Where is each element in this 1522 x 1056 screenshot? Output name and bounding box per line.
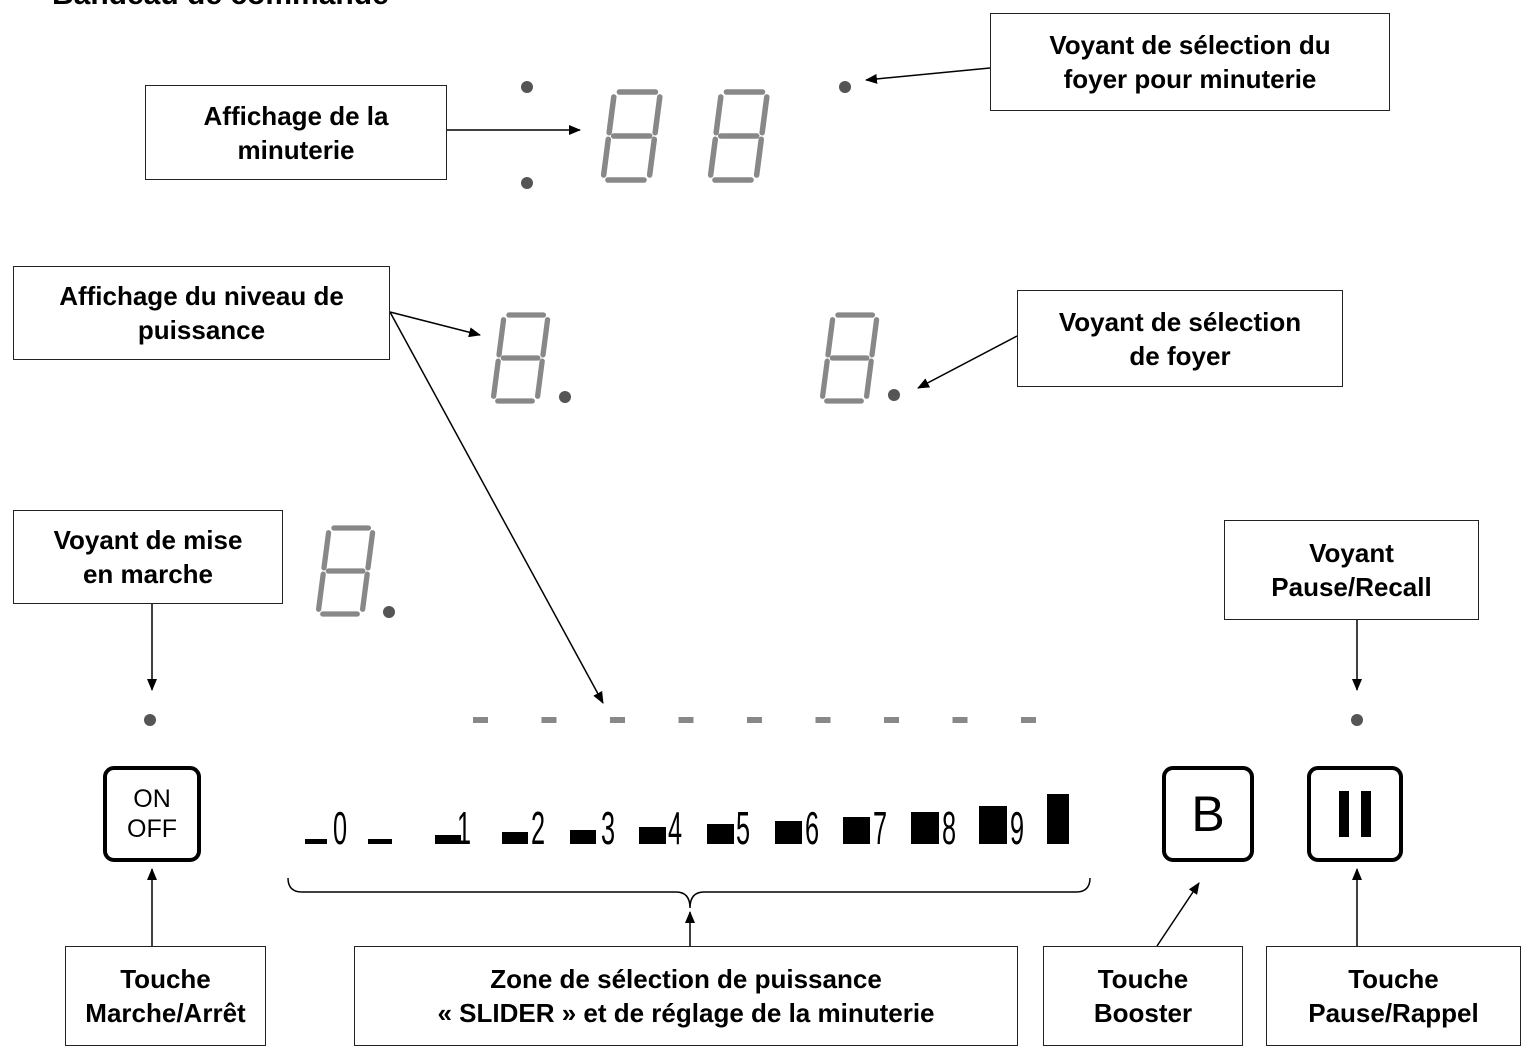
- segment: [315, 571, 326, 612]
- slider-digit-8[interactable]: 8: [942, 802, 956, 854]
- slider-level-bar: [1047, 794, 1069, 844]
- label-slider-zone: Zone de sélection de puissance « SLIDER …: [354, 946, 1018, 1046]
- slider-digit-9[interactable]: 9: [1010, 802, 1024, 854]
- power-digit-rear-left: [490, 312, 551, 404]
- slider-level-bar: [639, 827, 666, 844]
- arrow-booster-key: [1156, 882, 1200, 947]
- slider-dash: [541, 717, 557, 723]
- segment: [652, 94, 663, 136]
- booster-label: B: [1191, 786, 1225, 842]
- slider-dash: [1021, 717, 1036, 723]
- segment: [759, 94, 770, 136]
- timer-digit-tens: [600, 89, 663, 183]
- segment: [540, 317, 551, 358]
- slider-underscore: [305, 839, 327, 844]
- zone-led-rear-right: [888, 389, 900, 401]
- pause-led: [1351, 714, 1363, 726]
- page-title: Bandeau de commande: [52, 0, 389, 12]
- zone-led-front-left: [383, 606, 395, 618]
- arrow-timer-zone-led: [865, 67, 991, 84]
- pause-button[interactable]: [1307, 766, 1403, 862]
- segment: [753, 136, 765, 178]
- label-minuterie-display: Affichage de la minuterie: [145, 85, 447, 180]
- slider-digit-6[interactable]: 6: [805, 802, 819, 854]
- arrow-zone-led: [917, 335, 1018, 389]
- segment: [496, 317, 507, 358]
- slider-dash: [747, 717, 762, 723]
- slider-dash-indicators: [473, 717, 1036, 723]
- pause-icon: [1339, 791, 1371, 837]
- booster-button[interactable]: B: [1162, 766, 1254, 862]
- slider-dash: [884, 717, 899, 723]
- arrow-power-display-slider: [389, 311, 604, 704]
- segment: [713, 94, 724, 136]
- slider-level-bar: [707, 824, 734, 844]
- slider-digit-3[interactable]: 3: [601, 802, 615, 854]
- label-on-off-key: Touche Marche/Arrêt: [65, 946, 266, 1046]
- slider-digit-4[interactable]: 4: [668, 802, 682, 854]
- segment: [534, 358, 545, 399]
- segment: [819, 358, 830, 399]
- on-off-button[interactable]: ON OFF: [103, 766, 201, 862]
- segment: [365, 530, 376, 571]
- arrow-power-display: [389, 311, 481, 338]
- slider-dash: [610, 717, 625, 723]
- timer-digit-units: [707, 89, 770, 183]
- segment: [490, 358, 501, 399]
- slider-dash: [815, 717, 831, 723]
- power-on-led: [144, 714, 156, 726]
- slider-digit-2[interactable]: 2: [531, 802, 545, 854]
- power-level-seven-segment-displays: [315, 312, 880, 617]
- slider-level-bar: [570, 830, 596, 844]
- zone-led-rear-left: [559, 391, 571, 403]
- connector-arrows: [147, 67, 1362, 947]
- segment: [359, 571, 370, 612]
- slider-digit-1[interactable]: 1: [457, 802, 471, 854]
- slider-level-bar: [368, 839, 392, 844]
- timer-zone-led: [839, 81, 851, 93]
- timer-seven-segment-display: [600, 89, 770, 183]
- slider-level-bar: [775, 821, 802, 844]
- slider-digit-0[interactable]: 0: [333, 802, 347, 854]
- label-timer-zone-led: Voyant de sélection du foyer pour minute…: [990, 13, 1390, 111]
- timer-colon-top-led: [521, 81, 533, 93]
- power-digit-front-left: [315, 525, 376, 617]
- slider-brace: [287, 877, 1091, 909]
- segment: [600, 136, 612, 178]
- label-pause-key: Touche Pause/Rappel: [1266, 946, 1521, 1046]
- label-power-level-display: Affichage du niveau de puissance: [13, 266, 390, 360]
- segment: [869, 317, 880, 358]
- off-label: OFF: [127, 815, 177, 843]
- slider-digit-7[interactable]: 7: [873, 802, 887, 854]
- label-power-on-led: Voyant de mise en marche: [13, 510, 283, 604]
- slider-level-bar: [843, 817, 870, 844]
- slider-dash: [952, 717, 968, 723]
- on-label: ON: [133, 785, 171, 813]
- slider-digit-5[interactable]: 5: [736, 802, 750, 854]
- power-slider[interactable]: 0 1 2 3 4 5 6 7 8 9: [305, 794, 1069, 854]
- segment: [321, 530, 332, 571]
- segment: [606, 94, 617, 136]
- indicator-leds: [144, 81, 1363, 726]
- slider-level-bar: [911, 812, 939, 844]
- slider-level-bar: [435, 835, 461, 844]
- slider-dash: [678, 717, 694, 723]
- segment: [646, 136, 658, 178]
- segment: [825, 317, 836, 358]
- label-booster-key: Touche Booster: [1043, 946, 1243, 1046]
- slider-level-bar: [502, 832, 528, 844]
- slider-dash: [473, 717, 488, 723]
- label-zone-led: Voyant de sélection de foyer: [1017, 290, 1343, 387]
- slider-level-bar: [979, 806, 1007, 844]
- segment: [863, 358, 874, 399]
- segment: [707, 136, 719, 178]
- timer-colon-bottom-led: [521, 177, 533, 189]
- power-digit-rear-right: [819, 312, 880, 404]
- label-pause-led: Voyant Pause/Recall: [1224, 520, 1479, 620]
